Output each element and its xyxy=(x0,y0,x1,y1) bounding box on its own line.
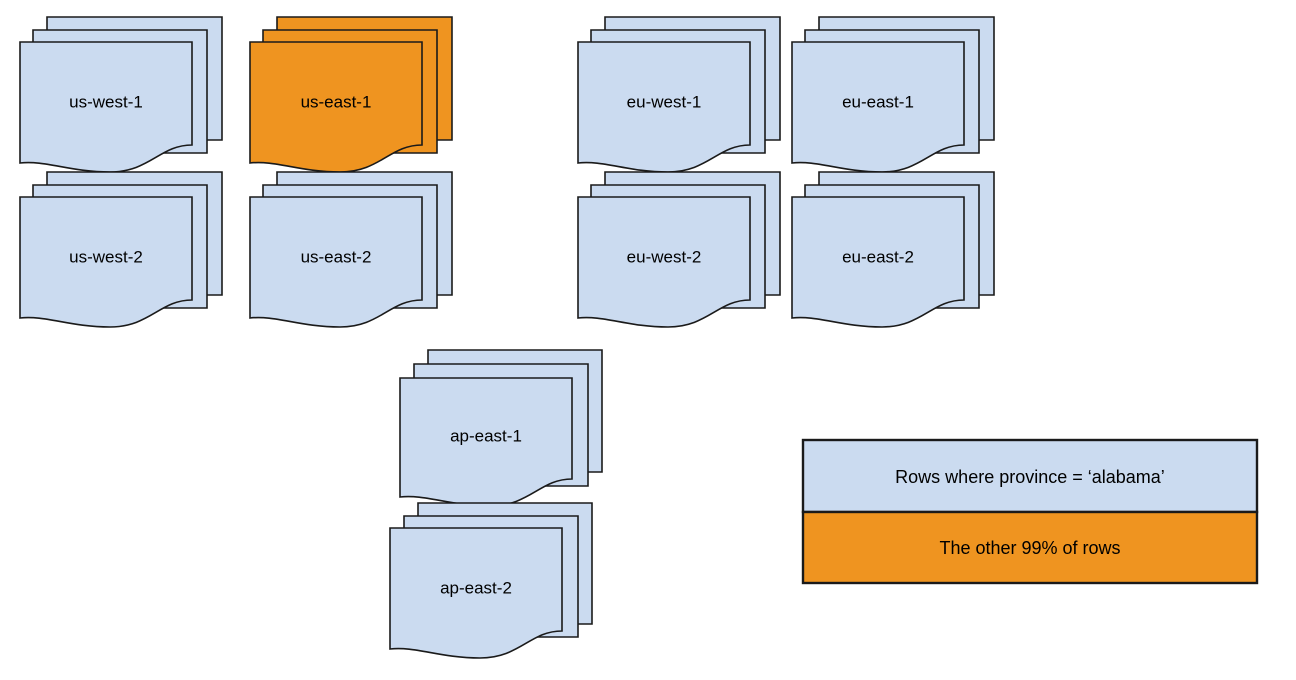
doc-stack-eu-west-1[interactable]: eu-west-1 xyxy=(577,16,781,173)
doc-stack-eu-east-1[interactable]: eu-east-1 xyxy=(791,16,995,173)
legend: Rows where province = ‘alabama’ The othe… xyxy=(801,438,1259,585)
doc-sheet-front xyxy=(577,196,751,328)
doc-stack-us-east-1[interactable]: us-east-1 xyxy=(249,16,453,173)
doc-stack-label: ap-east-2 xyxy=(440,578,512,597)
doc-stack-us-west-2[interactable]: us-west-2 xyxy=(19,171,223,328)
doc-stack-label: us-west-2 xyxy=(69,247,143,266)
legend-label-blue: Rows where province = ‘alabama’ xyxy=(895,467,1165,487)
doc-stack-label: eu-west-2 xyxy=(627,247,702,266)
doc-sheet-front xyxy=(19,196,193,328)
doc-stack-us-west-1[interactable]: us-west-1 xyxy=(19,16,223,173)
doc-stack-ap-east-2[interactable]: ap-east-2 xyxy=(389,502,593,659)
doc-stack-eu-east-2[interactable]: eu-east-2 xyxy=(791,171,995,328)
legend-swatch-orange xyxy=(801,510,1259,585)
doc-stack-label: eu-east-1 xyxy=(842,92,914,111)
doc-stack-label: us-west-1 xyxy=(69,92,143,111)
doc-stack-label: us-east-1 xyxy=(301,92,372,111)
doc-sheet-front xyxy=(249,196,423,328)
doc-stack-label: eu-west-1 xyxy=(627,92,702,111)
doc-stack-ap-east-1[interactable]: ap-east-1 xyxy=(399,349,603,507)
legend-label-orange: The other 99% of rows xyxy=(939,538,1120,558)
doc-stack-label: us-east-2 xyxy=(301,247,372,266)
doc-sheet-front xyxy=(791,196,965,328)
doc-stack-label: ap-east-1 xyxy=(450,426,522,445)
doc-stack-us-east-2[interactable]: us-east-2 xyxy=(249,171,453,328)
doc-stack-eu-west-2[interactable]: eu-west-2 xyxy=(577,171,781,328)
doc-stack-label: eu-east-2 xyxy=(842,247,914,266)
doc-sheet-front xyxy=(389,527,563,659)
